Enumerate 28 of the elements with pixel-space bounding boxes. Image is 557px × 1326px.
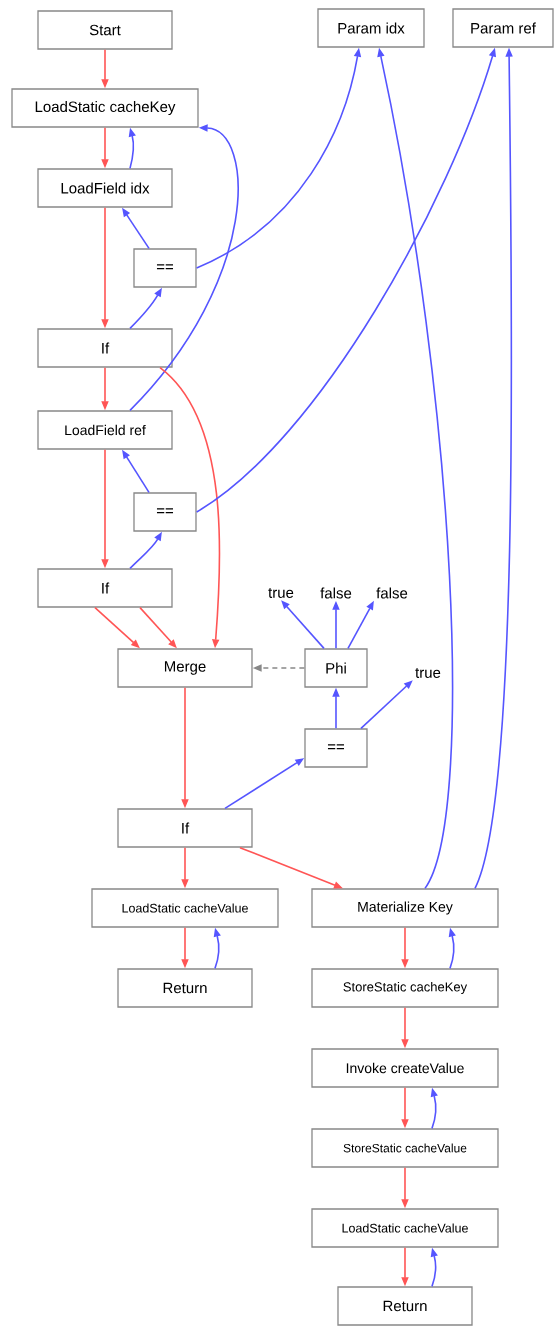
node-box: == xyxy=(304,728,368,768)
arrow xyxy=(129,124,239,412)
node-box: LoadField ref xyxy=(37,410,173,450)
node-box: Return xyxy=(117,968,253,1008)
node-box: Return xyxy=(337,1286,473,1326)
node-label: false xyxy=(376,587,408,599)
node-box: == xyxy=(133,248,197,288)
node-label: false xyxy=(320,587,352,599)
node-box: Phi xyxy=(304,648,368,688)
node-label: true xyxy=(415,668,441,678)
node-box: If xyxy=(117,808,253,848)
node-box: Start xyxy=(37,10,173,50)
node-box: If xyxy=(37,568,173,608)
node-box: LoadStatic cacheKey xyxy=(11,88,199,128)
node-box: Invoke createValue xyxy=(311,1048,499,1088)
node-box: Param idx xyxy=(317,8,425,48)
node-box: LoadField idx xyxy=(37,168,173,208)
node-box: StoreStatic cacheKey xyxy=(311,968,499,1008)
node-box: LoadStatic cacheValue xyxy=(311,1208,499,1248)
node-box: Materialize Key xyxy=(311,888,499,928)
node-label: true xyxy=(268,588,294,598)
node-box: == xyxy=(133,492,197,532)
node-box: LoadStatic cacheValue xyxy=(91,888,279,928)
node-box: Param ref xyxy=(452,8,554,48)
node-box: StoreStatic cacheValue xyxy=(311,1128,499,1168)
node-box: Merge xyxy=(117,648,253,688)
arrow xyxy=(360,680,413,730)
node-box: If xyxy=(37,328,173,368)
